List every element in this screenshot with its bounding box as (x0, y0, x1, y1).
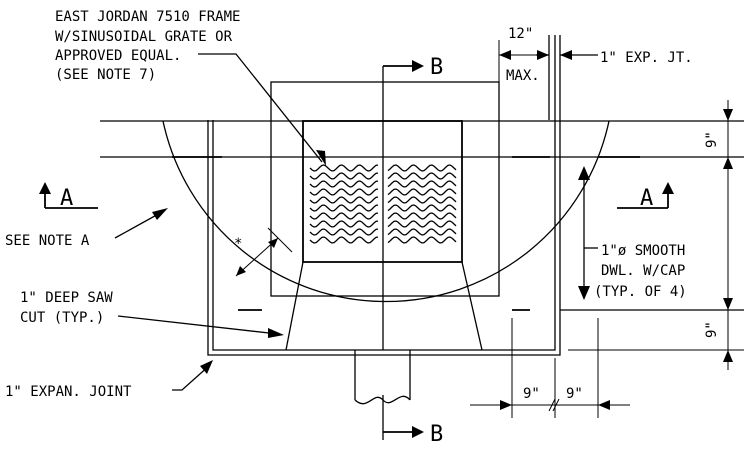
saw-cut-leader (117, 315, 279, 335)
dim-right-arrow-4 (723, 350, 733, 362)
dowel-note-line-1: 1"ø SMOOTH (601, 243, 685, 259)
frame-note-line-2: W/SINUSOIDAL GRATE OR (55, 29, 233, 45)
dim-bottom-arrow-2 (598, 400, 610, 410)
exp-jt-left-arrowhead (537, 50, 549, 60)
frame-note-line-3: APPROVED EQUAL. (55, 48, 181, 64)
throat-right (461, 261, 483, 351)
structure-circle-arc (162, 120, 610, 303)
asterisk-mark: * (234, 236, 242, 252)
dim-bottom-9-right: 9" (566, 386, 583, 402)
asterisk-arrowhead-2 (268, 238, 278, 248)
section-b-top-arrowhead (412, 60, 424, 72)
section-a-left-arrowhead (39, 182, 51, 194)
grate-wave-3 (309, 180, 457, 188)
section-a-right-arrowhead (662, 182, 674, 194)
dim-12-arrow-left (499, 50, 511, 60)
dim-bottom-tick-1 (548, 398, 556, 412)
grate-wave-4 (309, 188, 457, 196)
section-a-right-label: A (640, 186, 653, 211)
grate-wave-2 (309, 172, 457, 180)
throat-left (285, 261, 304, 351)
sinusoidal-grate (309, 164, 457, 244)
dim-right-arrow-2 (723, 157, 733, 169)
expansion-box-outer (207, 35, 561, 356)
dim-bottom-tick-2 (552, 398, 560, 412)
frame-outline (270, 81, 500, 297)
grate-wave-10 (309, 236, 457, 244)
dim-bottom-9-left: 9" (523, 386, 540, 402)
expan-joint-arrowhead (200, 360, 213, 374)
expan-joint-label: 1" EXPAN. JOINT (5, 384, 132, 400)
dim-right-9-top: 9" (704, 131, 720, 148)
see-note-a-leader (114, 211, 163, 239)
grate-wave-5 (309, 196, 457, 204)
section-b-bottom-arrowhead (412, 426, 424, 438)
exp-jt-arrowhead (560, 50, 572, 60)
saw-cut-line-2: CUT (TYP.) (20, 310, 104, 326)
saw-cut-arrowhead (268, 328, 284, 338)
expansion-box-inner (212, 35, 556, 351)
see-note-a-arrowhead (152, 208, 168, 220)
grate-wave-7 (309, 212, 457, 220)
frame-note-line-4: (SEE NOTE 7) (55, 67, 156, 83)
saw-cut-line-1: 1" DEEP SAW (20, 290, 113, 306)
asterisk-arrowhead-1 (236, 266, 246, 276)
grate-wave-9 (309, 228, 457, 236)
grate-wave-6 (309, 204, 457, 212)
section-a-left-label: A (60, 186, 73, 211)
dim-right-9-bottom: 9" (704, 321, 720, 338)
dim-right-arrow-1 (723, 109, 733, 121)
dowel-note-line-3: (TYP. OF 4) (594, 284, 687, 300)
dowel-arrowhead-top (578, 166, 590, 180)
see-note-a-label: SEE NOTE A (5, 233, 90, 249)
section-b-top-label: B (430, 55, 443, 80)
frame-note-line-1: EAST JORDAN 7510 FRAME (55, 9, 240, 25)
dim-right-arrow-3 (723, 298, 733, 310)
frame-note-arrowhead (316, 150, 326, 166)
exp-jt-label: 1" EXP. JT. (600, 50, 693, 66)
dim-bottom-arrow-1 (500, 400, 512, 410)
dim-max-label: MAX. (506, 68, 540, 84)
grate-wave-8 (309, 220, 457, 228)
dim-12-label: 12" (508, 26, 533, 42)
grate-wave-1 (309, 164, 457, 172)
dowel-arrowhead-bottom (578, 286, 590, 300)
expan-joint-leader (172, 364, 211, 391)
frame-note-leader (198, 53, 323, 163)
asterisk-ext-line (267, 227, 293, 253)
section-b-bottom-label: B (430, 422, 443, 447)
dowel-note-line-2: DWL. W/CAP (601, 263, 685, 279)
